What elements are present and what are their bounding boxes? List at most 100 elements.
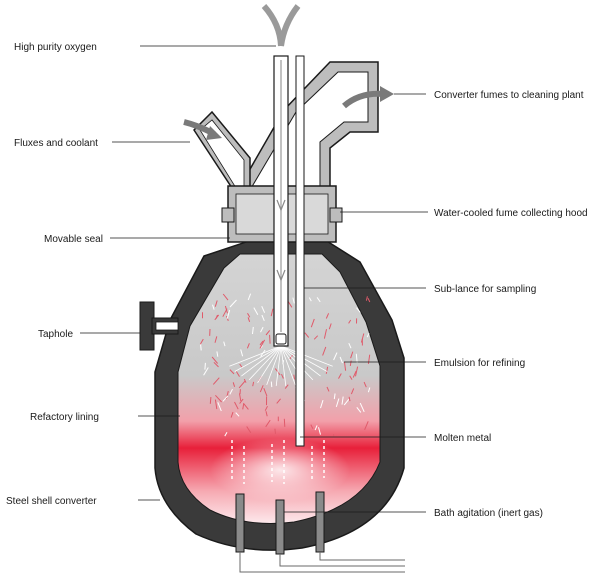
spark-streak: [323, 329, 327, 339]
flux-chute: [193, 110, 251, 189]
label-fume-collecting-hood: Water-cooled fume collecting hood: [434, 208, 588, 219]
spark-streak: [229, 369, 235, 375]
spark-streak: [316, 297, 321, 303]
spark-streak: [223, 341, 226, 347]
spark-streak: [333, 352, 338, 361]
spark-streak: [293, 374, 296, 380]
spark-streak: [313, 335, 319, 340]
spark-streak: [239, 398, 244, 404]
label-molten-metal: Molten metal: [434, 433, 491, 444]
oxygen-jet-ray: [280, 345, 296, 386]
label-movable-seal: Movable seal: [44, 234, 103, 245]
spark-streak: [328, 323, 332, 330]
spark-streak: [281, 373, 284, 379]
spark-streak: [214, 399, 218, 410]
spark-streak: [343, 398, 350, 406]
spark-streak: [355, 366, 359, 377]
oxygen-jet-ray: [241, 345, 282, 377]
molten-glow: [210, 438, 350, 502]
spark-streak: [232, 382, 236, 387]
spark-streak: [308, 297, 312, 302]
oxygen-inflow-arrow: [261, 4, 301, 47]
spark-streak: [341, 396, 344, 405]
label-emulsion: Emulsion for refining: [434, 358, 525, 369]
spark-streak: [224, 431, 228, 437]
spark-streak: [238, 380, 246, 389]
spark-streak: [235, 412, 240, 417]
spark-streak: [253, 307, 259, 315]
agitation-bubbles: [231, 440, 325, 484]
spark-streak: [214, 300, 218, 307]
spark-streak: [322, 346, 327, 356]
spark-streak: [247, 317, 251, 322]
spark-streak: [349, 360, 352, 366]
spark-streak: [215, 314, 218, 319]
oxygen-jet-ray: [248, 345, 282, 381]
spark-streak: [214, 336, 218, 343]
sub-lance: [295, 55, 305, 447]
spark-streak: [269, 334, 271, 344]
oxygen-jet-ray: [280, 345, 287, 386]
spark-streak: [239, 393, 242, 402]
spark-streak: [259, 385, 264, 393]
spark-streak: [199, 338, 204, 345]
spark-streak: [363, 381, 367, 388]
spark-streak: [366, 332, 370, 338]
spark-streak: [320, 399, 324, 409]
spark-streak: [247, 293, 252, 301]
spark-streak: [261, 305, 266, 313]
spark-streak: [326, 386, 330, 392]
spark-streak: [349, 375, 353, 380]
spark-streak: [338, 373, 342, 379]
spark-streak: [270, 381, 273, 388]
label-high-purity-oxygen: High purity oxygen: [14, 42, 97, 53]
fume-duct: [236, 61, 379, 191]
spark-streak: [222, 293, 229, 301]
spark-streak: [217, 402, 222, 412]
emulsion-sparks: [199, 293, 371, 439]
label-fluxes-and-coolant: Fluxes and coolant: [14, 138, 98, 149]
spark-streak: [203, 367, 209, 376]
label-sub-lance: Sub-lance for sampling: [434, 284, 536, 295]
spark-streak: [314, 425, 318, 431]
spark-streak: [292, 297, 295, 304]
spark-streak: [212, 377, 220, 385]
spark-streak: [318, 427, 321, 435]
spark-streak: [240, 349, 244, 357]
label-steel-shell-converter: Steel shell converter: [6, 496, 97, 507]
spark-streak: [270, 308, 274, 317]
spark-streak: [310, 318, 315, 328]
spark-streak: [261, 314, 265, 321]
spark-streak: [364, 421, 369, 430]
spark-streak: [213, 361, 219, 368]
oxygen-jet-ray: [257, 345, 282, 384]
spark-streak: [263, 388, 268, 397]
fluxes-arrowhead: [206, 126, 222, 140]
spark-streak: [204, 362, 206, 370]
spark-streak: [234, 401, 239, 410]
oxygen-lance: [273, 55, 289, 347]
spark-streak: [247, 312, 251, 318]
leader-lines: [80, 45, 428, 513]
spark-streak: [325, 313, 330, 319]
spark-streak: [222, 395, 229, 402]
spark-streak: [360, 333, 365, 343]
spark-streak: [264, 405, 268, 411]
fumes-arrowhead: [380, 86, 394, 102]
spark-streak: [325, 366, 329, 374]
spark-streak: [304, 332, 310, 338]
spark-streak: [359, 402, 365, 413]
oxygen-jet-ray: [280, 345, 333, 367]
spark-streak: [276, 398, 281, 404]
label-converter-fumes: Converter fumes to cleaning plant: [434, 90, 584, 101]
spark-streak: [226, 309, 231, 319]
spark-streak: [348, 396, 351, 402]
gas-pipes: [239, 552, 405, 573]
spark-streak: [356, 307, 361, 313]
spark-streak: [365, 296, 368, 301]
spark-streak: [335, 398, 340, 408]
spark-streak: [229, 299, 237, 308]
spark-streak: [287, 301, 293, 308]
